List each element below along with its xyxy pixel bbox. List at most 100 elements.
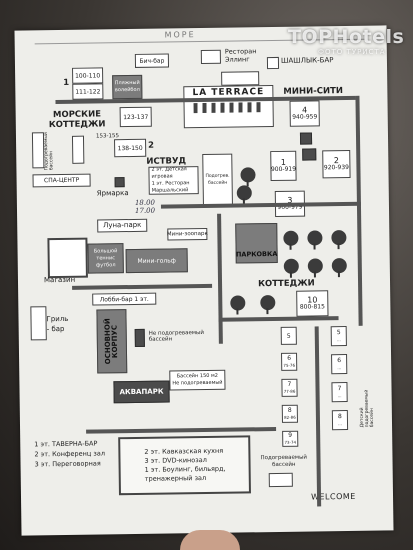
main-building[interactable]: ОСНОВНОЙ КОРПУС: [96, 309, 128, 374]
aquapark-label: АКВАПАРК: [119, 387, 164, 396]
istvud-title: ИСТВУД: [146, 156, 187, 167]
luna-park-label: Луна-парк: [102, 220, 142, 230]
tennis-football-label: Большой теннис футбол: [93, 247, 118, 269]
cottage-1-bottom[interactable]: 111-122: [72, 83, 104, 100]
thumb: [180, 530, 240, 550]
la-terrace-label: LA TERRACE: [192, 87, 265, 99]
resort-map-sheet: МОРЕ Бич-бар Ресторан Эллинг ШАШЛЫК-БАР …: [14, 25, 394, 536]
cottage-r-7-rooms: 77-86: [283, 388, 296, 394]
floor-legend-1: 1 эт. ТАВЕРНА-БАР: [34, 439, 98, 449]
entertainment-complex[interactable]: 2 эт. Кавказская кухня 3 эт. DVD-кинозал…: [118, 435, 251, 496]
road: [314, 326, 322, 507]
mini-city-2[interactable]: 2 920-939: [322, 149, 351, 179]
watermark-tagline: ФОТО ТУРИСТА: [318, 48, 386, 56]
mini-city-1[interactable]: 1 900-919: [270, 150, 297, 182]
beach-bar-label: Бич-бар: [139, 57, 165, 65]
road: [72, 283, 213, 290]
cottage-r-7b[interactable]: 7...: [331, 382, 348, 403]
road: [86, 427, 277, 434]
grill-bar-label: Гриль - бар: [46, 314, 69, 334]
pool-150[interactable]: Бассейн 150 м2 Не подогреваемый: [169, 369, 226, 391]
cottage-r-5-number: 5: [286, 332, 291, 340]
lobby-bar-label: Лобби-бар 1 эт.: [99, 295, 149, 303]
cottage-r-8b-number: 8: [337, 413, 342, 421]
istvud-building[interactable]: 2 эт. Детская игровая 1 эт. Ресторан Мар…: [148, 166, 199, 195]
tree-icon: [230, 295, 246, 311]
fair-label: Ярмарка: [96, 189, 129, 198]
spa-building: [71, 135, 85, 164]
tennis-football[interactable]: Большой теннис футбол: [87, 243, 124, 274]
beach-volleyball-label: Пляжный волейбол: [114, 79, 140, 94]
cottage-r-6b-rooms: ...: [337, 365, 342, 371]
beach-volleyball[interactable]: Пляжный волейбол: [112, 74, 143, 100]
shashlik-bar-block[interactable]: [266, 56, 280, 70]
cottage-r-7b-number: 7: [337, 385, 342, 393]
heated-pool-bottom-label: Подогреваемый бассейн: [260, 454, 308, 469]
complex-gym: тренажерный зал: [144, 473, 207, 483]
cottage-10-rooms: 800-815: [299, 303, 325, 311]
handwritten-time-1: 18.00: [134, 198, 156, 207]
cottage-r-8b-rooms: ...: [338, 421, 342, 427]
mini-city-4-rooms: 940-959: [292, 113, 318, 121]
heated-pool-bottom[interactable]: [268, 472, 293, 488]
cottage-r-7b-rooms: ...: [337, 393, 342, 399]
cottage-2-top[interactable]: 123-137: [119, 106, 152, 128]
tree-icon: [240, 167, 256, 183]
heated-pool-center[interactable]: Подогрев. бассейн: [202, 153, 233, 207]
istvud-floor-1: 1 эт. Ресторан Маршальский: [151, 180, 190, 194]
tree-icon: [331, 258, 347, 274]
cottage-r-6b-number: 6: [337, 357, 342, 365]
cottage-r-5[interactable]: 5: [280, 326, 297, 345]
kids-pool-label: Детский подогреваемый бассейн: [359, 389, 376, 428]
mini-golf-label: Мини-гольф: [137, 256, 176, 265]
la-terrace-restaurant[interactable]: LA TERRACE: [183, 85, 274, 129]
cottage-2-bottom[interactable]: 138-150: [114, 138, 147, 158]
cottage-1-top[interactable]: 100-110: [72, 67, 104, 84]
heated-pool-left-block[interactable]: [31, 132, 45, 169]
fair-block[interactable]: [114, 177, 125, 188]
elling-building: [200, 49, 221, 65]
cottage-r-8-rooms: 82-86: [284, 414, 296, 420]
restaurant-elling-block[interactable]: [221, 71, 260, 86]
spa-center[interactable]: СПА-ЦЕНТР: [32, 173, 91, 188]
aquapark[interactable]: АКВАПАРК: [113, 380, 170, 404]
cottage-10[interactable]: 10 800-815: [296, 290, 329, 317]
restaurant-elling-label: Ресторан Эллинг: [224, 47, 257, 64]
cottage-r-5b[interactable]: 5...: [330, 326, 347, 347]
cottage-r-6-number: 6: [287, 354, 292, 362]
grill-bar-block[interactable]: [30, 306, 47, 341]
beach-bar[interactable]: Бич-бар: [134, 53, 170, 68]
lobby-bar[interactable]: Лобби-бар 1 эт.: [92, 292, 157, 306]
cottage-r-9-rooms: 73-74: [284, 439, 297, 445]
cottage-1-rooms-b: 111-122: [75, 87, 101, 96]
luna-park[interactable]: Луна-парк: [97, 218, 148, 233]
cottage-r-6-rooms: 75-76: [283, 362, 296, 368]
watermark-brand: TOPHotels: [288, 26, 405, 48]
cottage-2-rooms-b: 138-150: [117, 144, 143, 152]
main-building-label: ОСНОВНОЙ КОРПУС: [103, 318, 120, 365]
shop-label: Магазин: [43, 275, 76, 285]
tree-icon: [236, 185, 252, 201]
mini-golf[interactable]: Мини-гольф: [125, 248, 188, 274]
unheated-pool-block[interactable]: [134, 328, 145, 347]
cottage-2-number: 2: [148, 140, 155, 151]
shop-frame: [47, 237, 88, 279]
parking[interactable]: ПАРКОВКА: [235, 222, 278, 264]
cottage-r-6b[interactable]: 6...: [331, 354, 348, 375]
mini-zoo[interactable]: Мини-зоопарк: [167, 227, 208, 241]
road: [217, 213, 223, 344]
cottage-r-8-number: 8: [287, 406, 292, 414]
spa-center-label: СПА-ЦЕНТР: [43, 176, 80, 185]
cottage-2-rooms-a: 123-137: [123, 113, 149, 121]
tree-icon: [331, 230, 347, 246]
mini-city-center: [302, 148, 317, 161]
cottage-r-8b[interactable]: 8...: [331, 410, 349, 431]
cottage-r-7-number: 7: [287, 380, 292, 388]
mini-city-4[interactable]: 4 940-959: [289, 100, 320, 127]
sea-label: МОРЕ: [164, 30, 196, 40]
sea-cottages-label: МОРСКИЕ КОТТЕДЖИ: [48, 109, 106, 131]
